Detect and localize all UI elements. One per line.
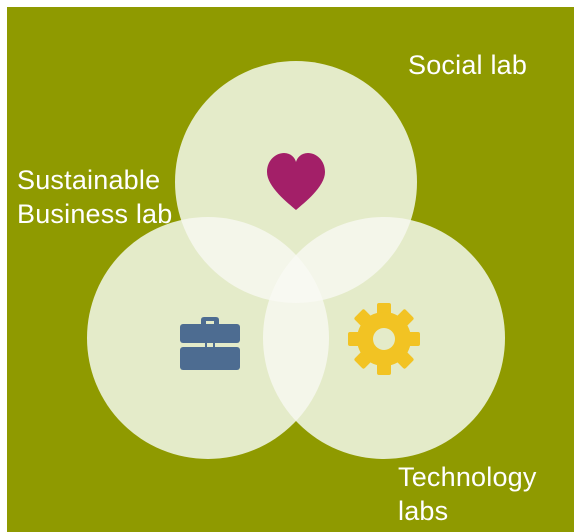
gear-icon	[348, 303, 420, 375]
overlap-social-business	[175, 217, 329, 303]
label-line: Social lab	[408, 50, 528, 80]
label-technology-labs: Technology labs	[398, 460, 537, 528]
label-line: Sustainable	[17, 165, 161, 195]
label-line: Technology	[398, 462, 537, 492]
label-sustainable-business-lab: Sustainable Business lab	[17, 163, 173, 231]
label-social-lab: Social lab	[408, 48, 527, 82]
heart-icon	[267, 153, 325, 210]
overlap-social-technology	[263, 217, 417, 303]
briefcase-icon	[180, 317, 240, 370]
label-line: Business lab	[17, 199, 173, 229]
label-line: labs	[398, 496, 449, 526]
